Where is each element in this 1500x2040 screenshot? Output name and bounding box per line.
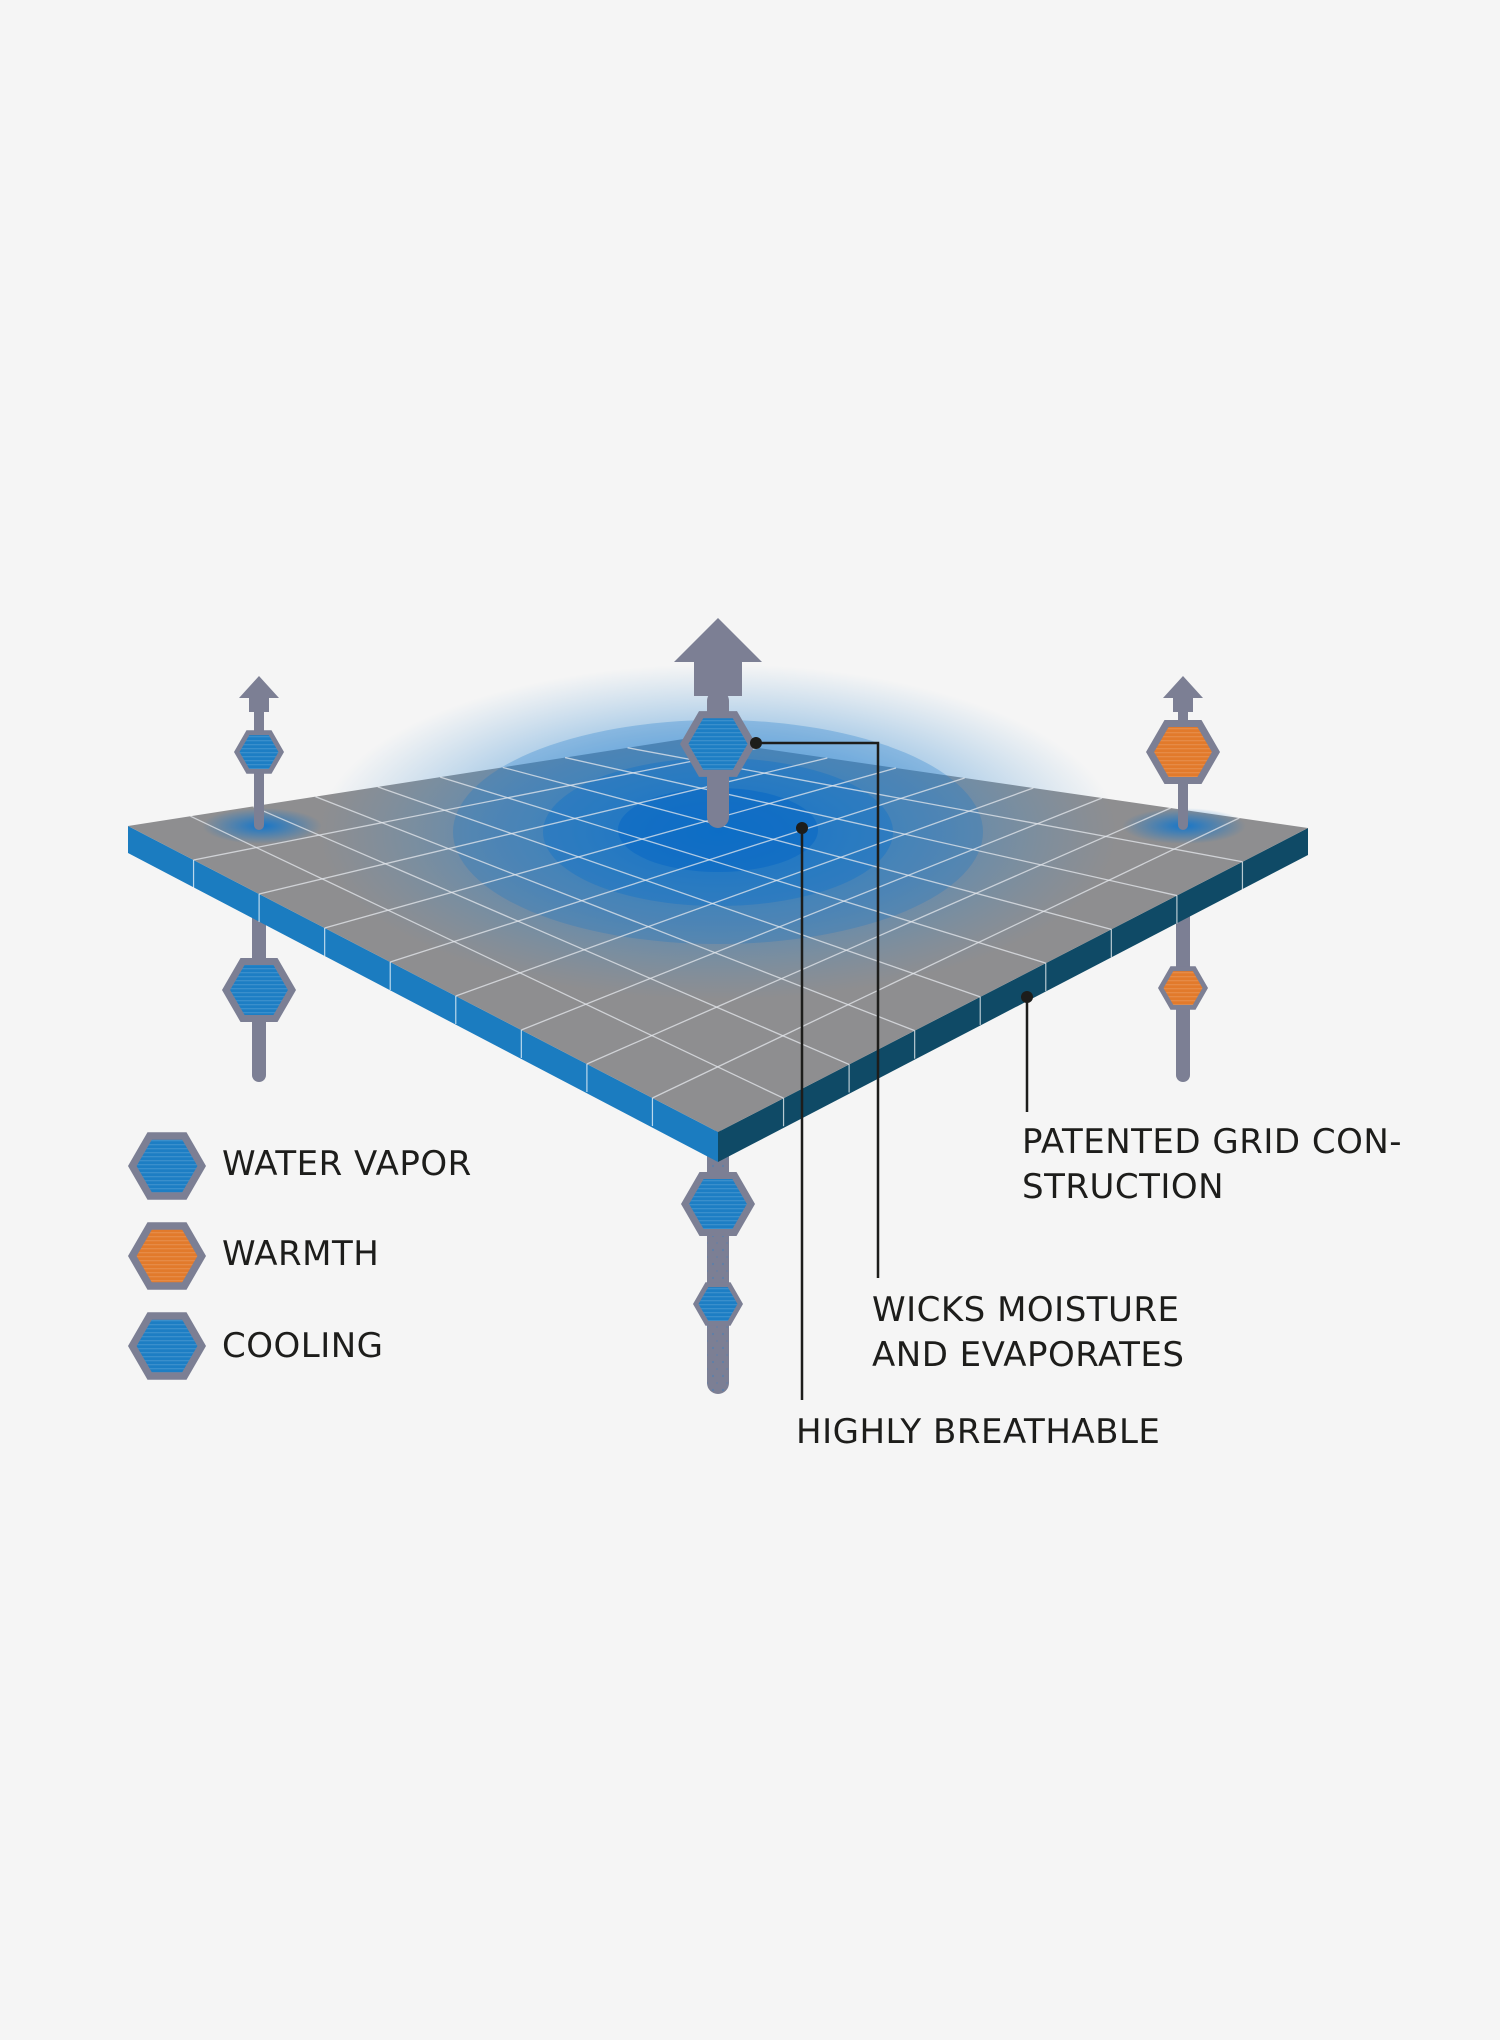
grid-line bbox=[315, 796, 915, 1032]
fabric-front-edge bbox=[128, 826, 718, 1162]
dot-wicks bbox=[750, 737, 762, 749]
grid-line bbox=[258, 757, 828, 895]
callout-wicks-moisture: WICKS MOISTURE AND EVAPORATES bbox=[872, 1290, 1185, 1375]
particles bbox=[128, 711, 1220, 1380]
water-vapor-hexagon-icon bbox=[681, 1172, 755, 1236]
leader-dots bbox=[750, 737, 1033, 1003]
grid-lines bbox=[190, 747, 1244, 1127]
arrow-up-right-icon bbox=[1163, 676, 1203, 712]
fabric-side-edge bbox=[718, 828, 1308, 1162]
grid-line bbox=[440, 776, 1046, 964]
water-vapor-hexagon-icon bbox=[128, 1132, 206, 1200]
cooling-hexagon-icon bbox=[128, 1312, 206, 1380]
arrow-up-center-icon bbox=[674, 618, 762, 696]
legend-label-warmth: WARMTH bbox=[222, 1234, 380, 1274]
grid-line bbox=[455, 787, 1034, 997]
callout-highly-breathable: HIGHLY BREATHABLE bbox=[796, 1412, 1161, 1452]
callout-patented-grid: PATENTED GRID CON- STRUCTION bbox=[1022, 1122, 1403, 1207]
water-vapor-hexagon-icon bbox=[693, 1282, 743, 1326]
warmth-hexagon-icon bbox=[128, 1222, 206, 1290]
grid-line bbox=[502, 766, 1112, 930]
legend-label-cooling: COOLING bbox=[222, 1326, 384, 1366]
warmth-hexagon-icon bbox=[1158, 966, 1208, 1010]
grid-line bbox=[564, 756, 1178, 897]
grid-line bbox=[377, 786, 981, 998]
grid-line bbox=[252, 805, 850, 1066]
leader-lines bbox=[756, 741, 1029, 1400]
grid-line bbox=[652, 817, 1240, 1099]
grid-line bbox=[521, 797, 1103, 1031]
grid-fabric bbox=[128, 664, 1308, 1162]
cooling-hexagon-icon bbox=[222, 958, 296, 1022]
arrow-up-left-icon bbox=[239, 676, 279, 712]
water-vapor-hexagon-icon bbox=[680, 711, 756, 777]
warmth-hexagon-icon bbox=[1146, 720, 1220, 784]
water-vapor-hexagon-icon bbox=[234, 730, 284, 774]
grid-line bbox=[193, 747, 759, 861]
dot-breathable bbox=[796, 822, 808, 834]
grid-line bbox=[324, 767, 897, 929]
leader-wicks bbox=[756, 741, 880, 1278]
grid-line bbox=[390, 777, 965, 963]
grid-line bbox=[190, 815, 784, 1099]
dot-grid bbox=[1021, 991, 1033, 1003]
legend-label-water-vapor: WATER VAPOR bbox=[222, 1144, 472, 1184]
